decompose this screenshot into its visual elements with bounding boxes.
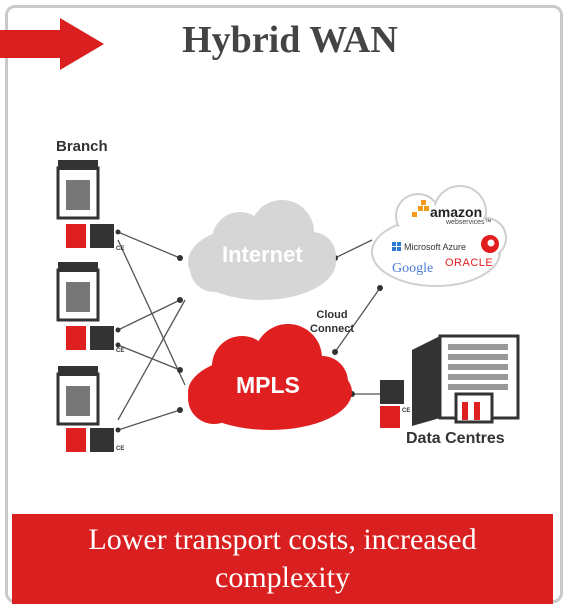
- branch-building-3: [56, 366, 114, 452]
- ce-label-3: CE: [116, 446, 125, 452]
- vendor-cloud-fill: [374, 188, 504, 284]
- internet-label: Internet: [222, 242, 303, 267]
- aws-logo-sub: webservices™: [446, 219, 492, 226]
- azure-logo: Microsoft Azure: [404, 242, 467, 252]
- connection-dots: [115, 229, 383, 433]
- mpls-cloud: [188, 324, 352, 430]
- vodafone-icon: [481, 235, 499, 253]
- google-logo: Google: [392, 261, 434, 276]
- cloud-connect-label: Cloud Connect: [310, 309, 354, 335]
- internet-cloud: [188, 200, 336, 300]
- branch-label: Branch: [56, 138, 108, 155]
- ce-label-dc: CE: [402, 408, 411, 414]
- branch-building-2: [56, 262, 114, 350]
- page-title: Hybrid WAN: [182, 19, 398, 61]
- data-centres-label: Data Centres: [406, 430, 505, 447]
- branch-building-1: [56, 160, 114, 248]
- oracle-logo: ORACLE: [445, 257, 494, 269]
- ce-label-2: CE: [116, 348, 125, 354]
- data-centre-building: [380, 334, 520, 428]
- mpls-label: MPLS: [236, 372, 300, 398]
- windows-icon: [392, 242, 401, 251]
- ce-label-1: CE: [116, 246, 125, 252]
- footer-banner: Lower transport costs, increased complex…: [12, 514, 553, 604]
- amazon-logo: amazon: [430, 204, 483, 220]
- footer-line-2: complexity: [215, 561, 350, 594]
- connection-lines: [117, 231, 381, 431]
- footer-line-1: Lower transport costs, increased: [88, 523, 477, 556]
- red-arrow-icon: [0, 18, 104, 70]
- aws-cubes-icon: [412, 200, 429, 217]
